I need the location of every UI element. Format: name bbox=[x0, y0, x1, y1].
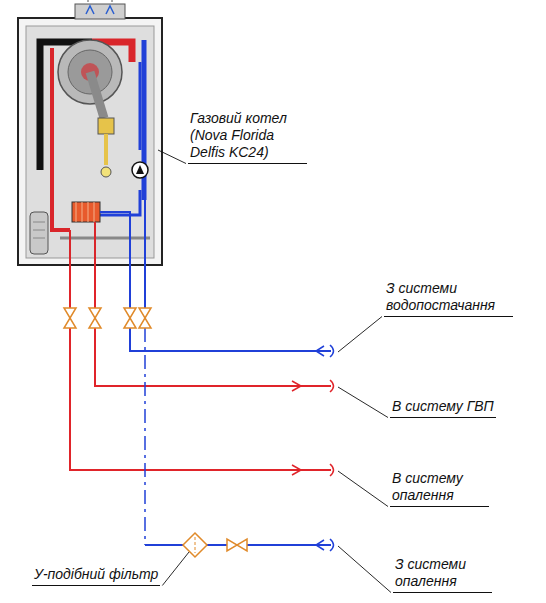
pipe-label: У-подібний фільтр bbox=[32, 566, 160, 586]
leader-line bbox=[338, 317, 382, 353]
pipe-end bbox=[330, 345, 334, 357]
plate-lines bbox=[76, 202, 94, 222]
valve-symbol bbox=[227, 539, 247, 551]
flow-arrow bbox=[316, 540, 324, 550]
filter-mesh bbox=[195, 537, 196, 553]
vessel-ribs bbox=[33, 222, 45, 238]
inlet-return bbox=[144, 200, 146, 265]
bottom-rail bbox=[60, 237, 150, 240]
leader-line bbox=[162, 552, 189, 586]
valve-symbol bbox=[139, 308, 151, 328]
dhw-line bbox=[95, 265, 331, 386]
pump-symbol bbox=[132, 162, 148, 178]
pump-triangle bbox=[136, 165, 144, 174]
valve-symbol bbox=[64, 308, 76, 328]
leader-line bbox=[338, 387, 388, 418]
pipe-end bbox=[330, 464, 334, 476]
cold-branch bbox=[100, 212, 130, 225]
pipe-label: Газовий котел (Nova Florida Delfis KC24) bbox=[188, 110, 307, 164]
valve-symbol bbox=[124, 308, 136, 328]
flow-arrow bbox=[292, 381, 301, 391]
gas-pipe bbox=[104, 134, 108, 165]
filter-symbol bbox=[183, 533, 207, 557]
outlet-dhw bbox=[94, 222, 96, 265]
valve-symbol bbox=[89, 308, 101, 328]
flue-mark bbox=[88, 0, 112, 2]
pipe-end bbox=[330, 539, 334, 551]
leader-line bbox=[338, 546, 391, 593]
inlet-cold bbox=[129, 225, 131, 265]
pipe-label: В систему опалення bbox=[390, 470, 489, 507]
burner-arm bbox=[90, 72, 104, 118]
flow-arrow bbox=[316, 346, 324, 356]
heating-flow-line bbox=[70, 265, 331, 470]
gas-meter bbox=[101, 167, 111, 177]
pipe-label: В систему ГВП bbox=[390, 398, 496, 418]
leader-line bbox=[338, 471, 388, 507]
cold-water-line bbox=[130, 265, 331, 351]
plate-exchanger bbox=[72, 202, 100, 222]
pipe-label: З системи водопостачання bbox=[384, 280, 513, 317]
leader-line bbox=[158, 150, 186, 164]
gas-valve bbox=[98, 118, 114, 134]
boiler-housing bbox=[18, 18, 162, 265]
return-line-hidden bbox=[144, 328, 146, 545]
outlet-heating bbox=[69, 230, 71, 265]
flue-adapter bbox=[75, 4, 125, 19]
pipe-end bbox=[330, 380, 334, 392]
pipe-label: З системи опалення bbox=[393, 556, 492, 593]
expansion-vessel bbox=[30, 212, 48, 254]
flow-arrow bbox=[292, 465, 301, 475]
boiler-cabinet bbox=[26, 26, 154, 258]
flue-arrows bbox=[86, 6, 114, 14]
